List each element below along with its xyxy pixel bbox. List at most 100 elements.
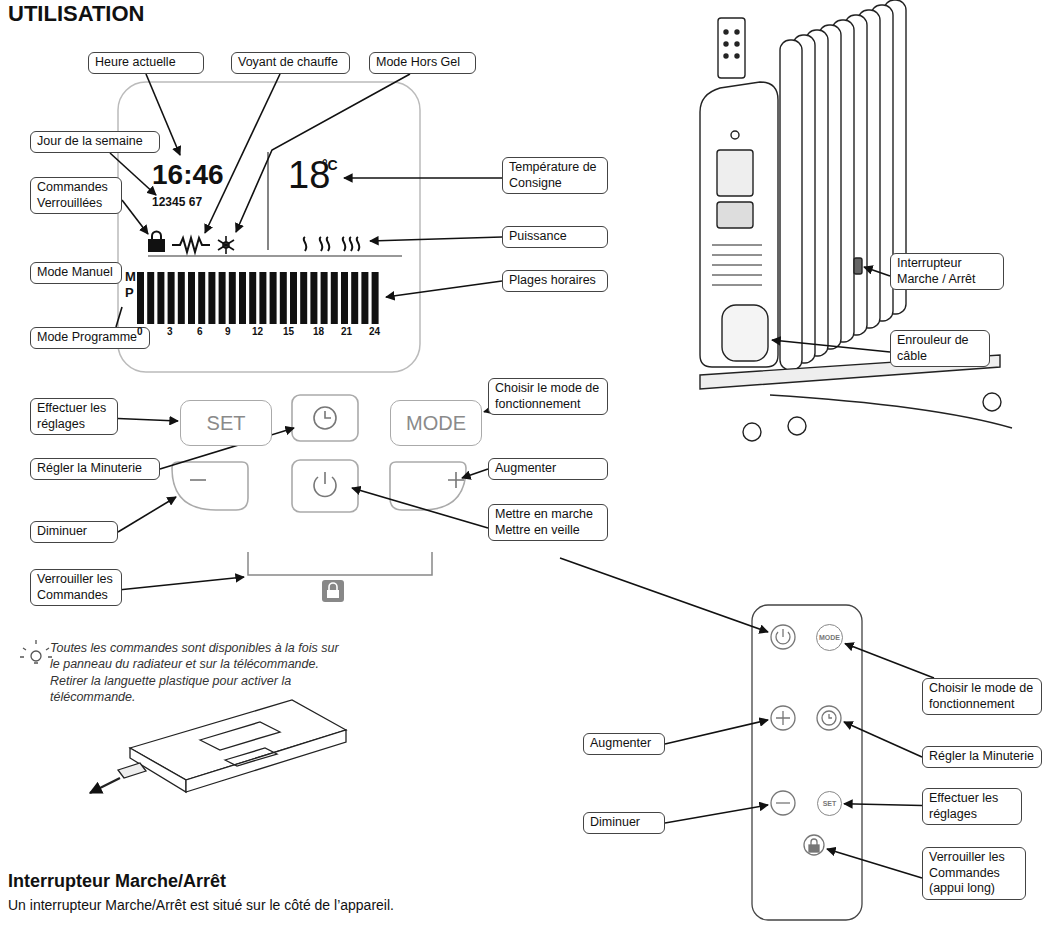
leader-line (560, 558, 768, 632)
panel-buttons (292, 460, 358, 512)
node-text: Jour de la semaine (37, 134, 153, 150)
remote-control (817, 706, 841, 730)
lcd-text: 0 (137, 326, 143, 337)
node-text: MODE (819, 634, 840, 641)
callout-box: Heure actuelle (88, 52, 204, 74)
radiator (718, 18, 745, 78)
node-text: Mettre en marche Mettre en veille (495, 507, 601, 538)
callout-box: Voyant de chauffe (231, 52, 350, 74)
time-slot-bar (372, 272, 379, 324)
lcd-icons (218, 240, 234, 250)
leader-arrow (118, 418, 178, 421)
leader-line (205, 74, 280, 233)
panel-buttons (172, 395, 466, 602)
remote-control (771, 706, 795, 730)
node-text: SET (823, 800, 837, 807)
node-text: Enrouleur de câble (897, 333, 983, 364)
node-text: Régler la Minuterie (37, 461, 153, 477)
time-slot-bar (239, 272, 246, 324)
callout-box: Verrouiller les Commandes (appui long) (922, 847, 1026, 900)
node-text: SET (207, 412, 246, 435)
leader-line (110, 74, 922, 878)
panel-buttons (172, 462, 248, 510)
node-text: Choisir le mode de fonctionnement (929, 681, 1035, 712)
time-slot-bar (270, 272, 277, 324)
body-text: Un interrupteur Marche/Arrêt est situé s… (8, 898, 394, 913)
node-text: Plages horaires (509, 273, 601, 289)
leader-line (462, 469, 488, 478)
remote-back (186, 730, 346, 792)
tip-note: Toutes les commandes sont disponibles à … (50, 640, 350, 705)
radiator (983, 393, 1001, 411)
radiator (731, 131, 739, 139)
node-text: Augmenter (495, 461, 601, 477)
lcd-display (148, 255, 402, 256)
time-slot-bar (137, 272, 144, 324)
node-text: Heure actuelle (95, 55, 197, 71)
callout-box: Interrupteur Marche / Arrêt (890, 253, 1004, 290)
callout-box: Effectuer les réglages (922, 788, 1022, 825)
lcd-text: 9 (225, 326, 231, 337)
lcd-text: M (125, 270, 136, 284)
leader-line (236, 74, 410, 232)
node-text: Mode Hors Gel (376, 55, 469, 71)
node-text: Mode Programme (37, 330, 143, 346)
section-heading: Interrupteur Marche/Arrêt (8, 872, 226, 892)
time-slot-bar (219, 272, 226, 324)
radiator (743, 423, 761, 441)
page-title: UTILISATION (8, 2, 144, 26)
remote-back (90, 700, 346, 793)
time-slot-bar (178, 272, 185, 324)
remote-button: MODE (816, 624, 843, 651)
callout-box: Choisir le mode de fonctionnement (922, 678, 1042, 715)
leader-line (352, 488, 488, 528)
leader-line (772, 340, 890, 352)
callout-box: Puissance (502, 226, 608, 248)
time-slot-bar (351, 272, 358, 324)
node-text: Puissance (509, 229, 601, 245)
lcd-text: 16:46 (152, 160, 224, 191)
callout-box: Diminuer (30, 521, 118, 543)
radiator (724, 42, 728, 46)
lcd-text: 18 (313, 326, 324, 337)
callout-box: Mode Programme (30, 327, 150, 349)
radiator (700, 82, 778, 367)
node-text: Température de Consigne (509, 160, 601, 191)
time-slot-bar (331, 272, 338, 324)
panel-buttons (327, 590, 339, 598)
panel-buttons (448, 472, 464, 488)
callout-box: Mettre en marche Mettre en veille (488, 504, 608, 541)
leader-arrow (845, 644, 934, 678)
remote-control (776, 711, 790, 725)
node-text: Verrouiller les Commandes (37, 572, 115, 603)
leader-line (116, 307, 122, 327)
lcd-icons (149, 232, 359, 254)
remote-control (776, 629, 790, 644)
node-text: Interrupteur Marche / Arrêt (897, 256, 997, 287)
lcd-text: 21 (341, 326, 352, 337)
remote-button: SET (817, 791, 842, 816)
leader-line (827, 849, 922, 878)
radiator (770, 395, 1012, 428)
leader-line (344, 177, 502, 179)
remote-control (752, 605, 862, 920)
panel-buttons (248, 552, 432, 575)
time-slot-bar (300, 272, 307, 324)
radiator-fin (780, 40, 802, 370)
panel-button: SET (180, 400, 272, 446)
lcd-icons (223, 242, 229, 248)
radiator (780, 0, 906, 370)
leader-line (118, 577, 244, 590)
lcd-text: P (125, 286, 134, 300)
tip-icon (31, 651, 41, 661)
remote-back (200, 722, 280, 766)
radiator (788, 417, 806, 435)
radiator (724, 54, 728, 58)
lcd-display (118, 82, 420, 372)
node-text: Effectuer les réglages (37, 401, 111, 432)
node-text: Voyant de chauffe (238, 55, 343, 71)
callout-box: Augmenter (488, 458, 608, 480)
callout-box: Température de Consigne (502, 157, 608, 194)
leader-line (665, 720, 768, 744)
node-text: MODE (406, 412, 466, 435)
